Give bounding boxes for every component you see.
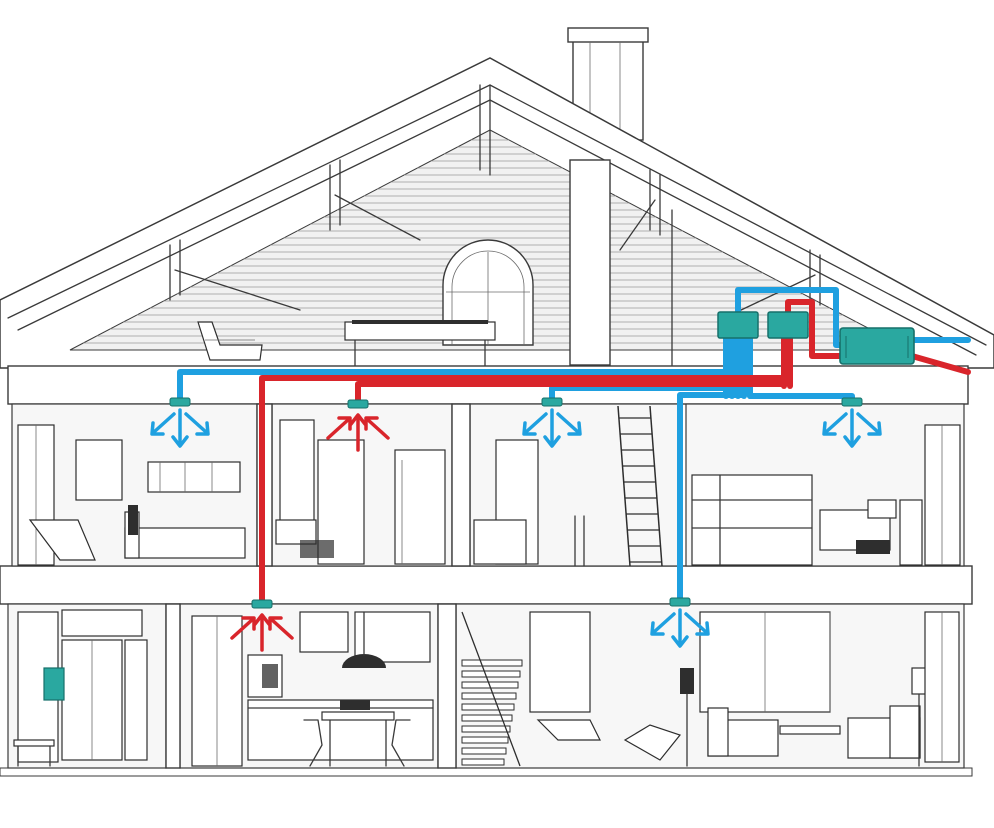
heat-recovery-unit-icon bbox=[839, 327, 915, 365]
ground-hall-furniture bbox=[13, 609, 148, 767]
extract-duct-from-kitchen bbox=[259, 375, 793, 603]
ground-floor bbox=[7, 603, 965, 769]
supply-vent-ground-lounge bbox=[650, 597, 710, 648]
extract-duct-from-upper-corridor bbox=[355, 381, 787, 403]
arrow-down-spread-icon bbox=[650, 608, 710, 648]
arrow-down-spread-icon bbox=[822, 408, 882, 448]
attic-arched-window bbox=[442, 239, 534, 346]
supply-duct-to-ground-lounge bbox=[677, 392, 747, 601]
attic-lounge-chair bbox=[197, 321, 263, 361]
supply-duct-to-upper-living bbox=[177, 369, 729, 401]
wall-control-panel bbox=[43, 667, 65, 701]
arrow-up-converge-icon bbox=[230, 613, 294, 652]
floor-lamp-left bbox=[680, 668, 694, 694]
arrow-up-converge-icon bbox=[326, 413, 390, 452]
ground-lounge-furniture bbox=[461, 611, 960, 767]
manifold-supply bbox=[717, 311, 759, 339]
upper-floor bbox=[11, 403, 965, 567]
ground-kitchen-furniture bbox=[191, 611, 434, 767]
extract-air-ducts bbox=[259, 299, 971, 603]
upper-living-furniture bbox=[17, 424, 246, 566]
arrow-down-spread-icon bbox=[522, 408, 582, 448]
ground-line bbox=[0, 767, 973, 777]
manifold-extract bbox=[767, 311, 809, 339]
ductwork bbox=[177, 287, 971, 603]
arrow-down-spread-icon bbox=[150, 408, 210, 448]
roof-structure bbox=[0, 27, 994, 369]
supply-vent-upper-living bbox=[150, 397, 210, 448]
extract-vent-upper-corridor bbox=[326, 399, 390, 452]
pendant-lamp bbox=[342, 654, 386, 668]
extract-duct-manifold-feed bbox=[785, 299, 849, 359]
extract-duct-outside bbox=[909, 353, 971, 375]
supply-duct-to-upper-stairs bbox=[549, 385, 741, 401]
floor-lamp-right bbox=[911, 667, 927, 695]
upper-bedroom-furniture bbox=[691, 424, 961, 566]
upper-corridor-furniture bbox=[275, 419, 446, 565]
upper-stair-furniture bbox=[473, 405, 663, 567]
room-vents bbox=[150, 397, 882, 652]
supply-vent-upper-bedroom bbox=[822, 397, 882, 448]
supply-vent-upper-stairs bbox=[522, 397, 582, 448]
attic-table bbox=[344, 320, 496, 367]
upper-floor-slab bbox=[0, 565, 973, 605]
extract-vent-kitchen bbox=[230, 599, 294, 652]
